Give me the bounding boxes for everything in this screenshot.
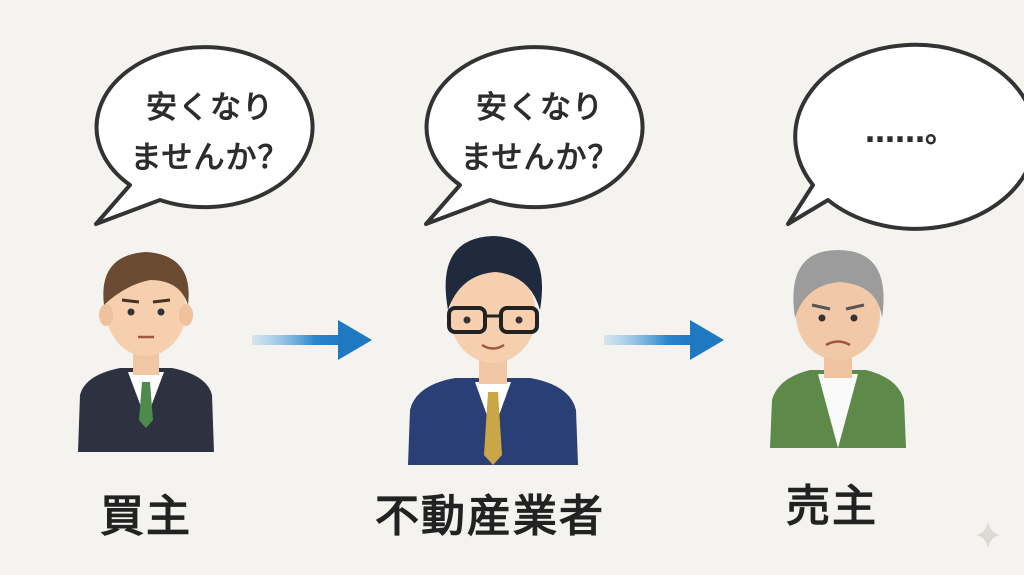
speech-bubble-buyer bbox=[94, 45, 315, 226]
buyer-speech-line1: 安くなり bbox=[146, 90, 274, 126]
speech-bubble-seller bbox=[786, 42, 1024, 231]
agent-figure bbox=[408, 236, 578, 465]
seller-label: 売主 bbox=[786, 481, 878, 532]
agent-speech-line1: 安くなり bbox=[476, 90, 604, 126]
buyer-figure bbox=[78, 252, 214, 452]
buyer-label: 買主 bbox=[100, 491, 192, 542]
arrow-buyer-to-agent bbox=[252, 320, 372, 360]
buyer-speech-text: 安くなり ませんか？ bbox=[110, 83, 310, 183]
seller-speech-text: ……。 bbox=[865, 115, 955, 150]
sparkle-icon bbox=[976, 521, 1000, 549]
agent-speech-line2: ませんか？ bbox=[460, 140, 620, 176]
buyer-speech-line2: ませんか？ bbox=[130, 140, 290, 176]
seller-figure bbox=[770, 250, 906, 448]
speech-bubble-agent bbox=[424, 45, 645, 226]
arrow-agent-to-seller bbox=[604, 320, 724, 360]
agent-label: 不動産業者 bbox=[375, 491, 605, 542]
agent-speech-text: 安くなり ませんか？ bbox=[440, 83, 640, 183]
